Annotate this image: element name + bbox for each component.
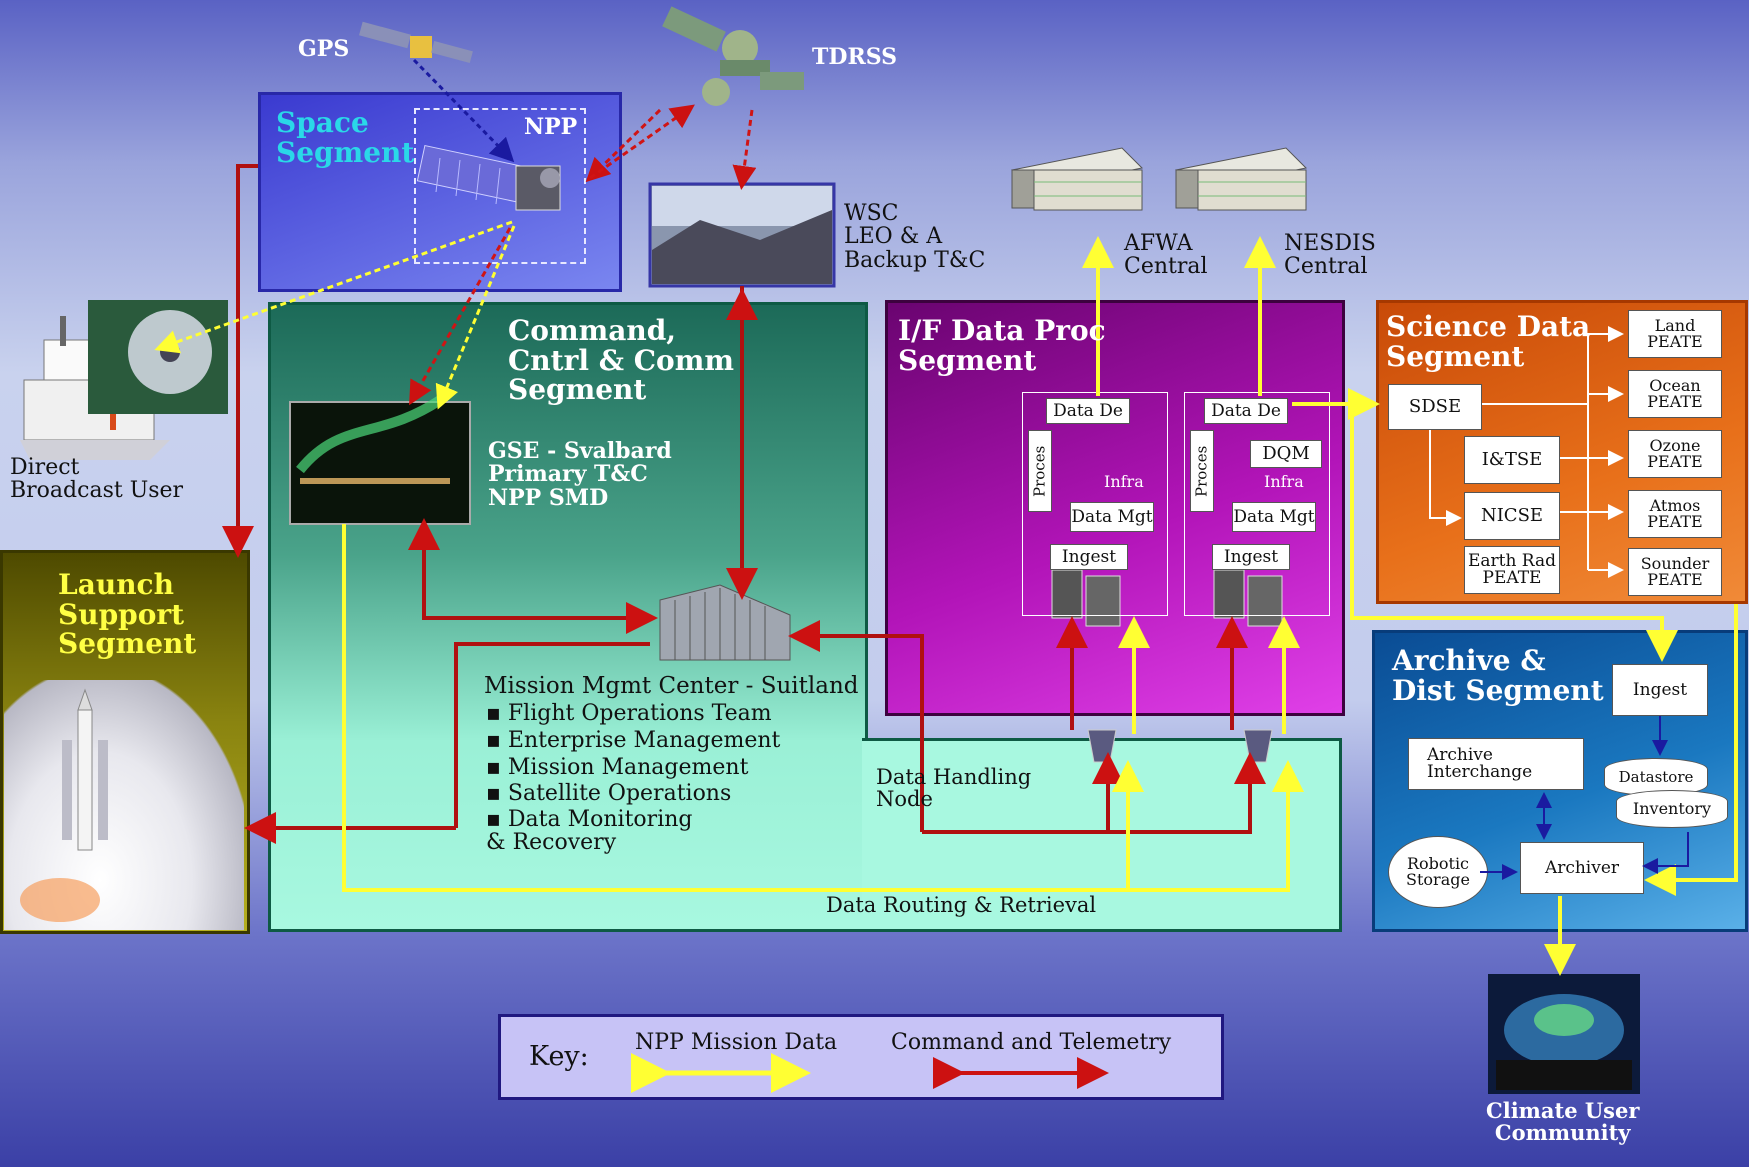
mission-data-links [342, 236, 1738, 976]
space-segment-panel [258, 92, 622, 292]
robotic-storage-box: Robotic Storage [1388, 836, 1488, 908]
legend-mission-data-label: NPP Mission Data [635, 1030, 838, 1055]
nesdis-label: NESDIS Central [1284, 231, 1376, 280]
idps-node-b-frame [1184, 392, 1330, 616]
npp-dashed-frame [414, 108, 586, 264]
legend-box: Key: NPP Mission Data Command and Teleme… [498, 1014, 1224, 1100]
archive-internal-links [1480, 716, 1689, 880]
launch-support-title: Launch Support Segment [58, 568, 197, 661]
sdse-box: SDSE [1388, 384, 1482, 430]
mmc-item-3: ▪ Mission Management [486, 755, 749, 780]
c3-segment-title: Command, Cntrl & Comm Segment [508, 314, 734, 407]
hurricane-image [88, 300, 228, 414]
earth-rad-peate-box: Earth Rad PEATE [1464, 546, 1560, 594]
cmd-telemetry-links [222, 164, 1266, 844]
space-segment-title: Space Segment [276, 106, 415, 169]
tdrss-label: TDRSS [812, 44, 898, 70]
npp-satellite-icon [416, 144, 561, 211]
npp-label: NPP [524, 114, 578, 140]
mmc-item-2: ▪ Enterprise Management [486, 728, 781, 753]
afwa-computer-icon [1010, 147, 1144, 211]
mmc-building-icon [659, 584, 791, 661]
gps-satellite-icon [359, 21, 473, 63]
nesdis-computer-icon [1174, 147, 1308, 211]
node-a-data-delivery: Data De [1046, 398, 1130, 424]
node-b-infra: Infra [1264, 472, 1304, 491]
gse-label: GSE - Svalbard Primary T&C NPP SMD [488, 438, 672, 511]
mmc-item-4: ▪ Satellite Operations [486, 781, 732, 806]
mmc-item-1: ▪ Flight Operations Team [486, 701, 772, 726]
legend-cmd-telemetry-label: Command and Telemetry [891, 1030, 1172, 1055]
ocean-peate-box: Ocean PEATE [1628, 370, 1722, 418]
idps-title: I/F Data Proc Segment [898, 314, 1106, 377]
node-b-data-delivery: Data De [1204, 398, 1288, 424]
afwa-label: AFWA Central [1124, 231, 1208, 280]
idps-node-a-frame [1022, 392, 1168, 616]
wsc-photo [648, 182, 836, 288]
mmc-item-5: ▪ Data Monitoring & Recovery [486, 807, 693, 856]
node-a-infra: Infra [1104, 472, 1144, 491]
itse-box: I&TSE [1464, 436, 1560, 484]
gps-link [412, 58, 515, 163]
data-routing-label: Data Routing & Retrieval [826, 893, 1097, 917]
node-a-ingest: Ingest [1050, 544, 1128, 570]
legend-title: Key: [529, 1041, 589, 1072]
atmos-peate-box: Atmos PEATE [1628, 490, 1722, 538]
archive-segment-title: Archive & Dist Segment [1392, 644, 1604, 707]
rocket-icon [20, 688, 108, 922]
wsc-label: WSC LEO & A Backup T&C [844, 201, 986, 273]
archiver-box: Archiver [1520, 842, 1644, 894]
gps-label: GPS [298, 36, 350, 62]
cmd-telemetry-rf-links [409, 104, 757, 406]
tdrss-satellite-icon [662, 6, 804, 106]
mmc-title: Mission Mgmt Center - Suitland [484, 673, 859, 699]
science-segment-title: Science Data Segment [1386, 310, 1591, 373]
sounder-peate-box: Sounder PEATE [1628, 548, 1722, 596]
svalbard-photo [289, 395, 471, 525]
archive-ingest-box: Ingest [1612, 664, 1708, 716]
science-internal-links [1429, 326, 1624, 578]
node-b-data-mgt: Data Mgt [1232, 502, 1316, 532]
mission-data-rf-links [154, 220, 516, 410]
node-b-ingest: Ingest [1212, 544, 1290, 570]
ozone-peate-box: Ozone PEATE [1628, 430, 1722, 478]
inventory-box: Inventory [1616, 790, 1728, 828]
direct-broadcast-label: Direct Broadcast User [10, 455, 184, 504]
climate-user-label: Climate User Community [1486, 1098, 1640, 1146]
idps-server-a-icon [1051, 569, 1121, 627]
node-a-data-mgt: Data Mgt [1070, 502, 1154, 532]
node-b-dqm: DQM [1250, 440, 1322, 468]
climate-user-image [1488, 974, 1640, 1094]
data-handling-node-label: Data Handling Node [876, 765, 1032, 812]
land-peate-box: Land PEATE [1628, 310, 1722, 358]
nicse-box: NICSE [1464, 492, 1560, 540]
archive-interchange-box: Archive Interchange [1408, 738, 1584, 790]
legend-arrows [631, 1053, 1109, 1093]
